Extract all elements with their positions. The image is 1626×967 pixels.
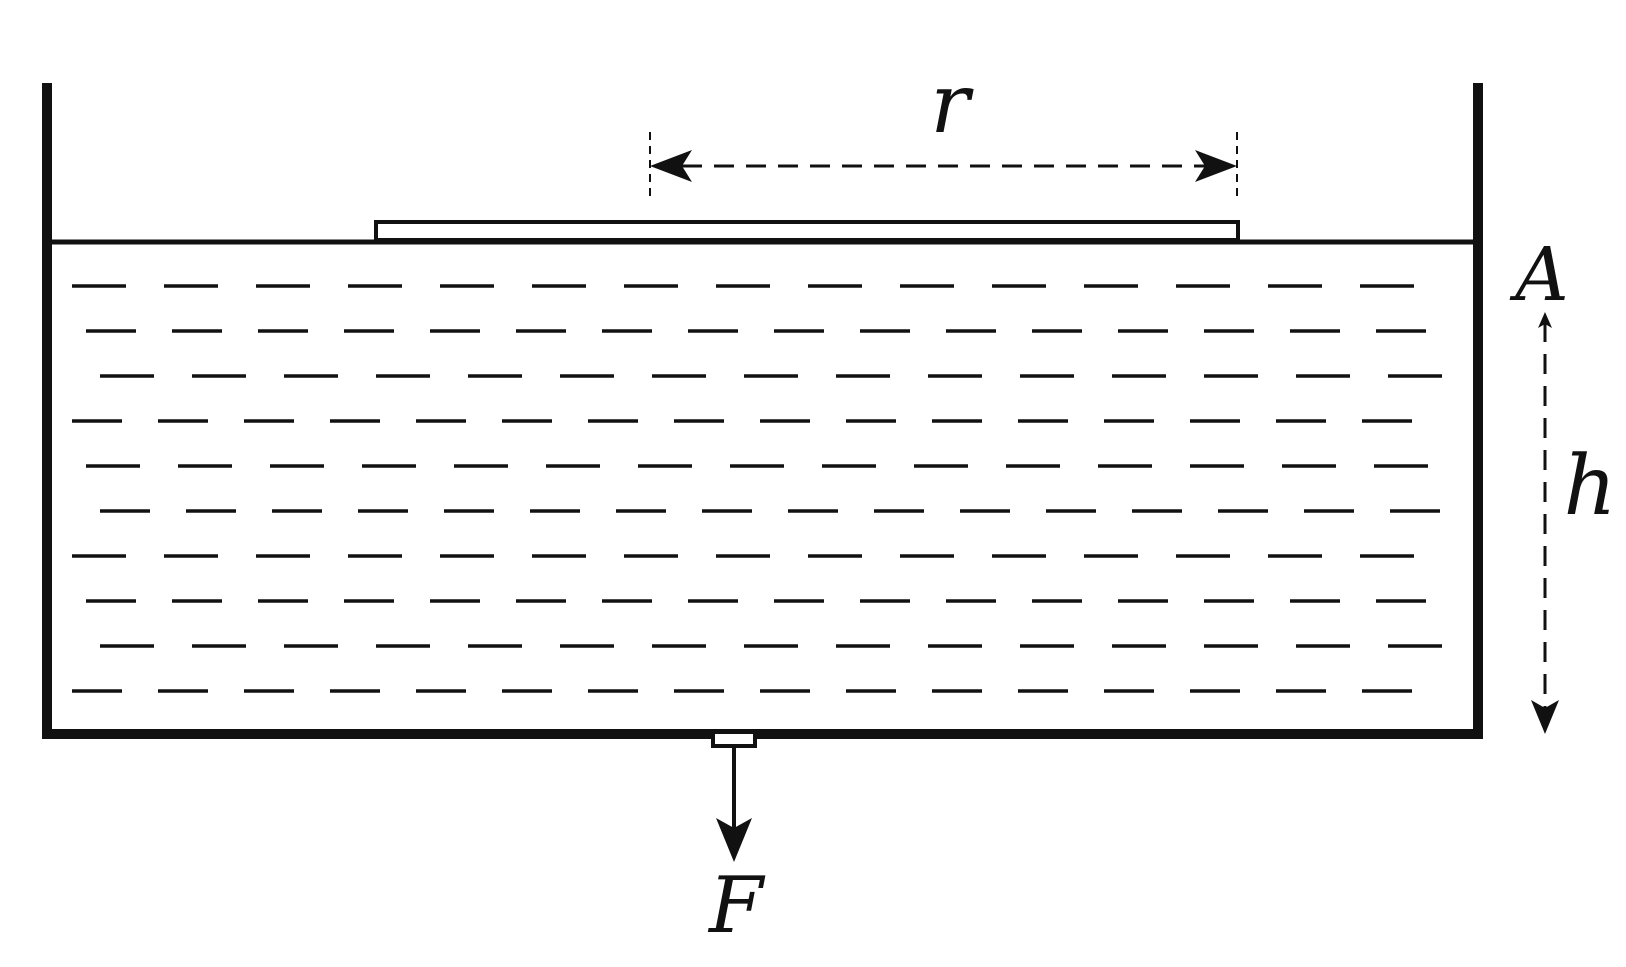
liquid-hatching [72,284,1442,693]
force-arrow-head [716,818,752,862]
tank-outline [42,83,1483,739]
h-arrow-top [1538,312,1552,328]
r-arrow-right [1195,150,1237,182]
r-label: r [930,57,974,152]
h-label: h [1564,439,1617,534]
floating-plate [374,220,1240,242]
point-a-label: A [1509,232,1568,318]
h-arrow-bottom [1531,700,1559,734]
r-arrow-left [650,150,692,182]
bottom-outlet [711,730,757,748]
force-label: F [707,861,766,951]
